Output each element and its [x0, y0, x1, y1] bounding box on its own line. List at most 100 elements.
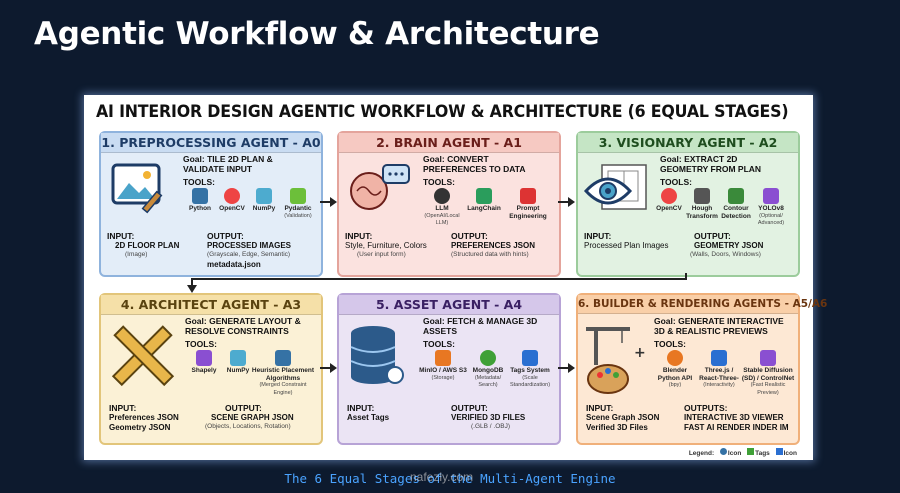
input-label: INPUT:: [109, 403, 137, 413]
tool-threejs: Three.js / React-Three-(Interactivity): [696, 350, 742, 390]
output-value: FAST AI RENDER INDER IM: [684, 423, 789, 432]
legend: Legend: Icon Tags Icon: [688, 448, 797, 457]
arrow-5-6: [558, 363, 575, 373]
slide-caption: The 6 Equal Stages of the Multi-Agent En…: [284, 471, 616, 486]
eye-icon: [583, 164, 647, 210]
stage-goal: Goal: GENERATE INTERACTIVE 3D & REALISTI…: [654, 316, 784, 336]
sd-icon: [760, 350, 776, 366]
tool-opencv: OpenCV: [211, 188, 253, 213]
tool-llm: LLM(OpenAI/Local LLM): [421, 188, 463, 228]
numpy-icon: [230, 350, 246, 366]
stage-header: 6. BUILDER & RENDERING AGENTS - A5/A6: [578, 295, 827, 314]
shapely-icon: [196, 350, 212, 366]
arrow-1-2: [320, 197, 337, 207]
arrow-3-4: [187, 273, 687, 293]
yolo-icon: [763, 188, 779, 204]
stage-header: 1. PREPROCESSING AGENT - A0: [101, 133, 321, 153]
tag-icon: [522, 350, 538, 366]
input-label: INPUT:: [107, 231, 135, 241]
legend-icon: [747, 448, 755, 455]
input-label: INPUT:: [345, 231, 373, 241]
aws-icon: [435, 350, 451, 366]
stage-goal: Goal: GENERATE LAYOUT & RESOLVE CONSTRAI…: [185, 316, 301, 336]
output-label: OUTPUT:: [451, 403, 488, 413]
tool-opencv: OpenCV: [648, 188, 690, 213]
stage-6-card: 6. BUILDER & RENDERING AGENTS - A5/A6 + …: [576, 293, 827, 445]
stage-header: 4. ARCHITECT AGENT - A3: [101, 295, 321, 315]
input-sub: (Image): [125, 251, 148, 258]
input-value: Geometry JSON: [109, 423, 171, 432]
input-value: Style, Furniture, Colors: [345, 241, 427, 250]
diagram-panel: AI INTERIOR DESIGN AGENTIC WORKFLOW & AR…: [84, 95, 827, 460]
stage-5-card: 5. ASSET AGENT - A4 Goal: FETCH & MANAGE…: [337, 293, 561, 445]
image-edit-icon: [111, 163, 163, 214]
tools-label: TOOLS:: [423, 177, 455, 187]
tool-tags-system: Tags System(Scale Standardization): [509, 350, 551, 390]
outputs-label: OUTPUTS:: [684, 403, 728, 413]
python-icon: [192, 188, 208, 204]
stage-header: 3. VISIONARY AGENT - A2: [578, 133, 798, 153]
input-sub: (User input form): [357, 251, 406, 258]
output-sub: (Walls, Doors, Windows): [690, 251, 761, 258]
output-sub: (Objects, Locations, Rotation): [205, 423, 291, 430]
input-label: INPUT:: [586, 403, 614, 413]
arrow-4-5: [320, 363, 337, 373]
output-value: VERIFIED 3D FILES: [451, 413, 526, 422]
stage-4-card: 4. ARCHITECT AGENT - A3 Goal: GENERATE L…: [99, 293, 323, 445]
tool-heuristic: Heuristic Placement Algorithms(Merged Co…: [251, 350, 315, 397]
numpy-icon: [256, 188, 272, 204]
database-icon: [350, 326, 404, 384]
output-value: PREFERENCES JSON: [451, 241, 536, 250]
tool-hough: Hough Transform: [681, 188, 723, 220]
output-sub: (.GLB / .OBJ): [471, 423, 511, 430]
output-label: OUTPUT:: [207, 231, 244, 241]
output-sub: (Structured data with hints): [451, 251, 529, 258]
mongodb-icon: [480, 350, 496, 366]
stage-header: 5. ASSET AGENT - A4: [339, 295, 559, 315]
input-value: Asset Tags: [347, 413, 390, 422]
tool-prompt: Prompt Engineering: [507, 188, 549, 220]
tool-stable-diffusion: Stable Diffusion (SD) / ControlNet(Fast …: [740, 350, 796, 397]
stage-goal: Goal: EXTRACT 2D GEOMETRY FROM PLAN: [660, 154, 762, 174]
output-sub: (Grayscale, Edge, Semantic): [207, 251, 291, 258]
network-icon: [275, 350, 291, 366]
input-label: INPUT:: [347, 403, 375, 413]
llm-icon: [434, 188, 450, 204]
svg-text:+: +: [634, 345, 646, 361]
contour-icon: [728, 188, 744, 204]
tool-minio-aws: MinIO / AWS S3(Storage): [419, 350, 467, 382]
opencv-icon: [224, 188, 240, 204]
tools-label: TOOLS:: [185, 339, 217, 349]
input-value: 2D FLOOR PLAN: [115, 241, 180, 250]
tool-mongodb: MongoDB(Metadata/ Search): [467, 350, 509, 390]
tools-label: TOOLS:: [183, 177, 215, 187]
stage-1-card: 1. PREPROCESSING AGENT - A0 Goal: TILE 2…: [99, 131, 323, 277]
tool-langchain: LangChain: [463, 188, 505, 213]
stage-3-card: 3. VISIONARY AGENT - A2 Goal: EXTRACT 2D…: [576, 131, 800, 277]
input-value: Preferences JSON: [109, 413, 179, 422]
brain-icon: [350, 164, 410, 210]
stage-2-card: 2. BRAIN AGENT - A1 Goal: CONVERT PREFER…: [337, 131, 561, 277]
tool-numpy: NumPy: [243, 188, 285, 213]
ruler-cross-icon: [111, 325, 175, 387]
output-value: GEOMETRY JSON: [694, 241, 764, 250]
input-value: Scene Graph JSON: [586, 413, 660, 422]
tool-python: Python: [179, 188, 221, 213]
input-value: Verified 3D Files: [586, 423, 648, 432]
input-label: INPUT:: [584, 231, 612, 241]
output-label: OUTPUT:: [694, 231, 731, 241]
prompt-icon: [520, 188, 536, 204]
threejs-icon: [711, 350, 727, 366]
tool-yolo: YOLOv8(Optional/ Advanced): [750, 188, 792, 228]
output-value: PROCESSED IMAGES: [207, 241, 292, 250]
pydantic-icon: [290, 188, 306, 204]
langchain-icon: [476, 188, 492, 204]
tool-shapely: Shapely: [183, 350, 225, 375]
stage-goal: Goal: TILE 2D PLAN & VALIDATE INPUT: [183, 154, 273, 174]
hough-icon: [694, 188, 710, 204]
output-label: OUTPUT:: [225, 403, 262, 413]
tools-label: TOOLS:: [423, 339, 455, 349]
tools-label: TOOLS:: [660, 177, 692, 187]
input-value: Processed Plan Images: [584, 241, 669, 250]
tools-label: TOOLS:: [654, 339, 686, 349]
